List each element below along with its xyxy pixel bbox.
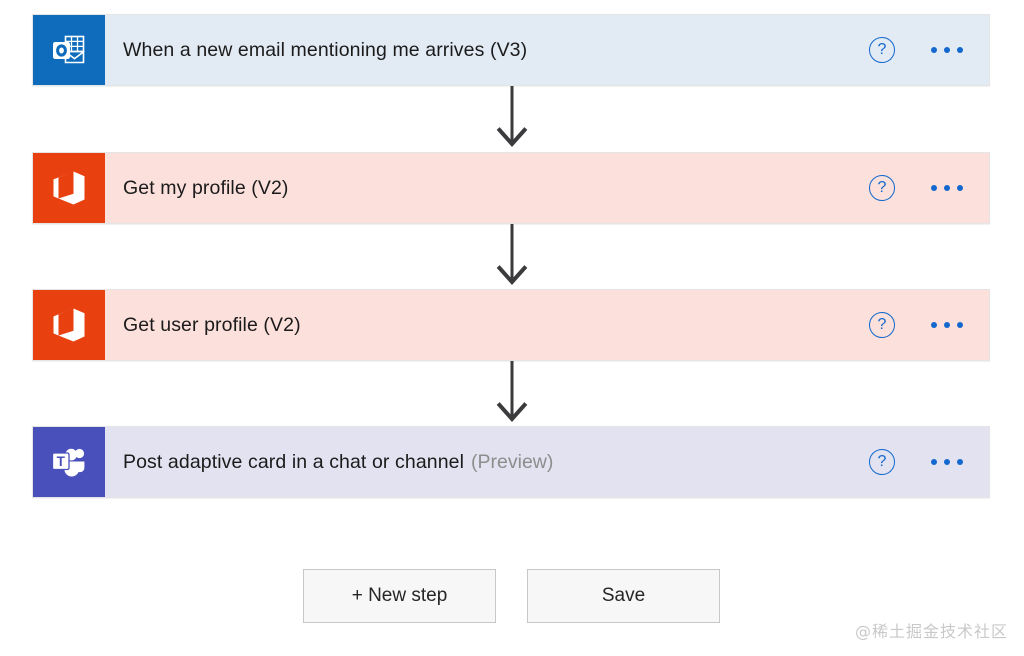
ellipsis-dot — [931, 47, 937, 53]
flow-step-title: Get user profile (V2) — [123, 313, 301, 336]
flow-step-card-2[interactable]: Get my profile (V2) ? — [32, 152, 990, 224]
ellipsis-dot — [957, 459, 963, 465]
arrow-down-icon — [495, 361, 529, 425]
help-circle-icon[interactable]: ? — [869, 175, 895, 201]
help-glyph: ? — [877, 41, 887, 58]
help-glyph: ? — [877, 316, 887, 333]
ellipsis-icon[interactable] — [929, 179, 965, 197]
flow-step-title: Post adaptive card in a chat or channel — [123, 450, 465, 473]
ellipsis-dot — [931, 322, 937, 328]
arrow-down-icon — [495, 224, 529, 288]
flow-step-title-area-1: When a new email mentioning me arrives (… — [105, 15, 869, 85]
flow-step-title-area-3: Get user profile (V2) — [105, 290, 869, 360]
ellipsis-dot — [944, 47, 950, 53]
help-glyph: ? — [877, 179, 887, 196]
arrow-down-icon — [495, 86, 529, 150]
svg-text:T: T — [57, 454, 66, 469]
ellipsis-icon[interactable] — [929, 316, 965, 334]
flow-step-card-3[interactable]: Get user profile (V2) ? — [32, 289, 990, 361]
flow-step-card-1[interactable]: When a new email mentioning me arrives (… — [32, 14, 990, 86]
flow-step-actions-2: ? — [869, 153, 989, 223]
ellipsis-dot — [957, 185, 963, 191]
ellipsis-dot — [931, 185, 937, 191]
flow-step-title-area-2: Get my profile (V2) — [105, 153, 869, 223]
flow-step-title: When a new email mentioning me arrives (… — [123, 38, 528, 61]
office365-icon — [33, 290, 105, 360]
flow-step-suffix: (Preview) — [471, 450, 554, 473]
ellipsis-dot — [944, 185, 950, 191]
flow-step-actions-3: ? — [869, 290, 989, 360]
help-circle-icon[interactable]: ? — [869, 37, 895, 63]
ellipsis-dot — [944, 322, 950, 328]
help-circle-icon[interactable]: ? — [869, 449, 895, 475]
help-circle-icon[interactable]: ? — [869, 312, 895, 338]
ellipsis-icon[interactable] — [929, 453, 965, 471]
flow-step-card-4[interactable]: T Post adaptive card in a chat or channe… — [32, 426, 990, 498]
flow-step-actions-1: ? — [869, 15, 989, 85]
ellipsis-dot — [944, 459, 950, 465]
flow-step-title: Get my profile (V2) — [123, 176, 289, 199]
save-button[interactable]: Save — [527, 569, 720, 623]
ellipsis-dot — [957, 322, 963, 328]
ellipsis-icon[interactable] — [929, 41, 965, 59]
ellipsis-dot — [957, 47, 963, 53]
watermark: @稀土掘金技术社区 — [854, 622, 1008, 641]
teams-icon: T — [33, 427, 105, 497]
help-glyph: ? — [877, 453, 887, 470]
ellipsis-dot — [931, 459, 937, 465]
flow-step-actions-4: ? — [869, 427, 989, 497]
office365-icon — [33, 153, 105, 223]
outlook-icon — [33, 15, 105, 85]
flow-step-title-area-4: Post adaptive card in a chat or channel … — [105, 427, 869, 497]
new-step-button[interactable]: + New step — [303, 569, 496, 623]
